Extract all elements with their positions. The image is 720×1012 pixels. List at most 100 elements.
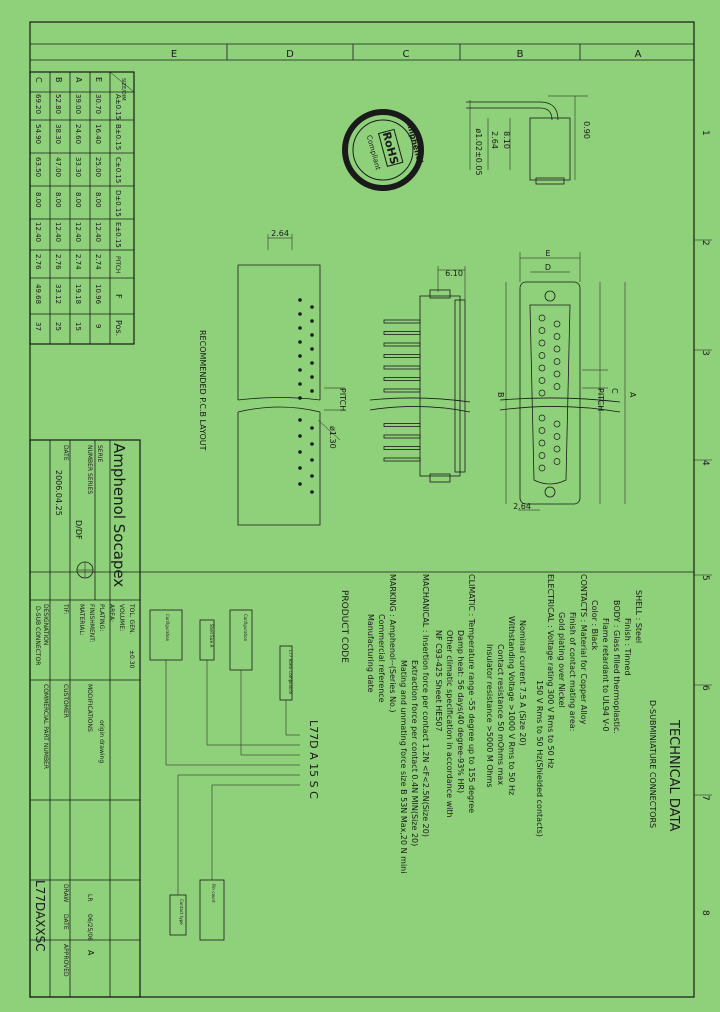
technical-data-line: Nominal current 7.5 A (Size 20) [518, 620, 527, 746]
table-cell: 54.90 [34, 124, 42, 144]
table-cell: 25.00 [94, 157, 102, 177]
zone-number-7: 7 [700, 795, 710, 801]
technical-data-line: Withstanding Voltage >1000 V Rms to 50 H… [507, 616, 516, 795]
table-header-f: F [114, 294, 123, 299]
pcb-hole [298, 354, 302, 358]
svg-text:FINISHMENT:: FINISHMENT: [88, 604, 95, 642]
table-header-b: B±0.15 [114, 124, 122, 150]
svg-text:LR: LR [86, 894, 93, 902]
svg-text:Configuration: Configuration [243, 614, 248, 642]
table-header-d: D±0.15 [114, 190, 122, 217]
svg-text:TIF:: TIF: [62, 603, 69, 614]
technical-data-line: CLIMATIC : Temperature range -55 degree … [467, 574, 476, 813]
table-cell: 8.00 [74, 192, 82, 208]
pcb-hole [298, 482, 302, 486]
technical-data-line: SHELL : Steel [634, 590, 643, 643]
contact-pin [553, 420, 561, 428]
technical-data-line: MARKING : Amphenol--(Series No.) [388, 574, 397, 712]
table-cell: 38.30 [54, 124, 62, 144]
svg-text:L77 RoHS Compliance: L77 RoHS Compliance [288, 650, 293, 695]
pcb-hole [298, 368, 302, 372]
pcb-hole [310, 458, 314, 462]
table-cell: 9 [94, 324, 102, 328]
dim-8-10: 8.10 [502, 131, 511, 149]
dimension-table: SIZE/DIM A±0.15 B±0.15 C±0.15 D±0.15 E±0… [29, 71, 135, 345]
table-cell: 12.40 [94, 222, 102, 242]
technical-data-line: MACHANICAL : Insertion force per contact… [421, 574, 430, 837]
pcb-hole [310, 305, 314, 309]
dim-b-label: B [496, 392, 505, 398]
dim-hole-1-30: ø1.30 [328, 426, 337, 449]
table-cell: 30.70 [94, 94, 102, 114]
dim-hole-diameter: ø1.02±0.05 [474, 128, 483, 175]
svg-text:MODIFICATIONS: MODIFICATIONS [86, 684, 93, 732]
dim-d-label: D [545, 263, 551, 272]
zone-number-8: 8 [700, 910, 710, 916]
table-cell: 37 [34, 322, 42, 331]
pcb-hole [310, 389, 314, 393]
table-cell: 25 [54, 322, 62, 331]
designation-value: D-SUB CONNECTOR [34, 606, 41, 665]
pcb-layout-view: 2.64 PITCH ø1.30 RECOMMENDED P.C.B LAYOU… [198, 229, 347, 526]
contact-lead [383, 365, 421, 370]
table-cell: 63.50 [34, 157, 42, 177]
pcb-hole [298, 434, 302, 438]
svg-text:SERIE: SERIE [96, 445, 103, 463]
svg-text:Shell Size A: Shell Size A [209, 624, 214, 648]
technical-data-title: TECHNICAL DATA [666, 719, 681, 832]
pcb-hole [310, 333, 314, 337]
contact-pin [538, 339, 546, 347]
contact-pin [553, 383, 561, 390]
zone-letter-e: E [171, 49, 177, 60]
connector-side-view: 6.10 [369, 266, 471, 483]
contact-pin [553, 458, 561, 465]
table-header-pos: Pos. [114, 320, 123, 336]
svg-text:COMMERCIAL PART NUMBER: COMMERCIAL PART NUMBER [42, 684, 49, 769]
svg-text:DRAW: DRAW [62, 884, 69, 902]
product-code-value: L77D A 15 S C [307, 720, 320, 799]
table-cell: 16.40 [94, 124, 102, 144]
zone-letter-d: D [286, 49, 294, 60]
technical-data-line: ELECTRICAL : Voltage rating 300 V Rms to… [546, 574, 555, 768]
zone-number-1: 1 [700, 130, 710, 136]
contact-lead [383, 377, 421, 381]
pcb-hole [310, 375, 314, 379]
pcb-hole [310, 442, 314, 446]
svg-text:Contact type: Contact type [179, 899, 184, 925]
table-cell: A [74, 77, 83, 83]
contact-pin [538, 439, 546, 447]
contact-pin [553, 433, 561, 440]
contact-pin [538, 452, 546, 459]
table-cell: 39.00 [74, 94, 82, 114]
svg-text:VOLUME:: VOLUME: [118, 604, 125, 631]
table-cell: 8.00 [54, 192, 62, 208]
table-cell: B [54, 77, 63, 83]
technical-data-line: Insulator resistance >5000 M Ohms [485, 644, 494, 788]
table-cell: 47.00 [54, 157, 62, 177]
pcb-hole [298, 298, 302, 302]
svg-text:Pin count: Pin count [211, 884, 216, 903]
product-code-label: PRODUCT CODE [339, 590, 349, 663]
svg-text:DATE: DATE [62, 445, 69, 461]
pcb-hole [310, 426, 314, 430]
pcb-layout-label: RECOMMENDED P.C.B LAYOUT [198, 330, 207, 451]
contact-pin [538, 377, 546, 384]
table-cell: 19.18 [74, 284, 82, 304]
technical-data-line: Other climatic specification in accordan… [445, 630, 454, 818]
table-cell: 69.20 [34, 94, 42, 114]
table-cell: 52.80 [54, 94, 62, 114]
title-block: Amphenol Socapex SERIE NUMBER SERIES D/D… [29, 439, 141, 998]
contact-pin [538, 327, 546, 334]
table-cell: 33.12 [54, 284, 62, 304]
zone-letter-b: B [517, 49, 524, 60]
pcb-hole [310, 319, 314, 323]
dim-a-label: A [628, 392, 637, 398]
dim-0-90: 0.90 [582, 121, 591, 139]
zone-letter-a: A [635, 49, 642, 60]
contact-lead [383, 388, 421, 393]
contact-pin [538, 389, 546, 397]
contact-pin [553, 345, 561, 353]
technical-data-line: Manufacturing date [366, 614, 375, 693]
company-name: Amphenol Socapex [110, 443, 128, 587]
